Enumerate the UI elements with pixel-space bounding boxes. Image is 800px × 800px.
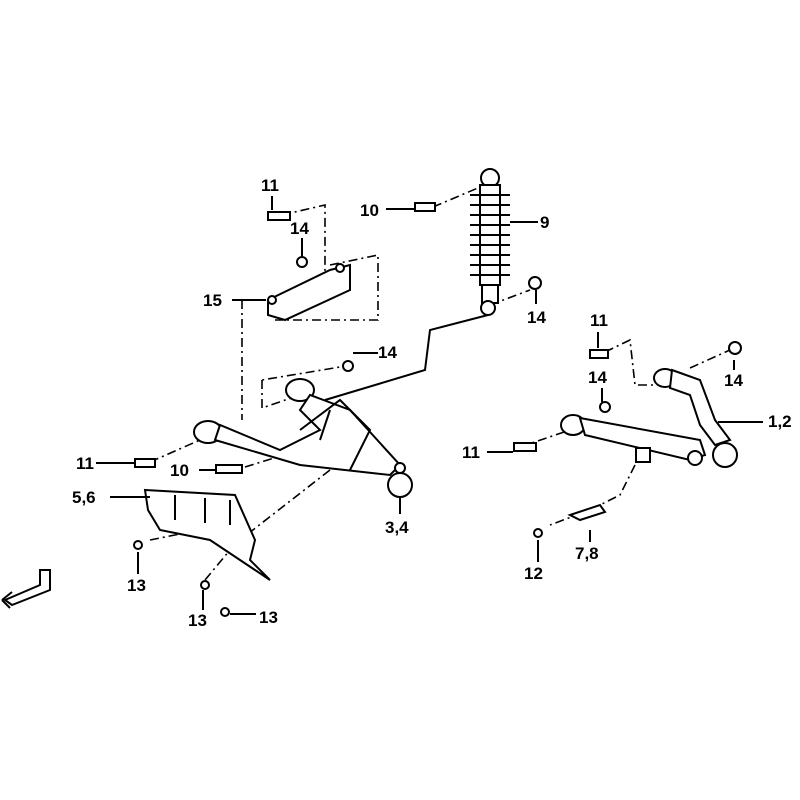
callout-10: 10 bbox=[170, 461, 189, 480]
guard-bracket bbox=[267, 263, 351, 322]
callout-11: 11 bbox=[590, 311, 608, 330]
callout-11: 11 bbox=[261, 176, 279, 195]
lower-arm bbox=[193, 378, 413, 498]
callout-10: 10 bbox=[360, 201, 379, 220]
callout-5-6: 5,6 bbox=[72, 488, 96, 507]
callout-9: 9 bbox=[540, 213, 550, 232]
fasteners bbox=[133, 202, 742, 617]
callout-12: 12 bbox=[524, 564, 543, 583]
callout-14: 14 bbox=[724, 371, 743, 390]
callout-3-4: 3,4 bbox=[385, 518, 409, 537]
upper-arm bbox=[560, 368, 738, 468]
leader-lines bbox=[96, 196, 763, 615]
callout-1-2: 1,2 bbox=[768, 412, 792, 431]
shock-absorber bbox=[324, 168, 510, 401]
callout-7-8: 7,8 bbox=[575, 544, 599, 563]
callout-14: 14 bbox=[378, 343, 397, 362]
callout-14: 14 bbox=[527, 308, 546, 327]
callout-13: 13 bbox=[188, 611, 207, 630]
callout-15: 15 bbox=[203, 291, 222, 310]
clip bbox=[567, 503, 607, 522]
callout-14: 14 bbox=[290, 219, 309, 238]
callout-13: 13 bbox=[259, 608, 278, 627]
front-arrow-icon bbox=[1, 569, 51, 609]
callout-13: 13 bbox=[127, 576, 146, 595]
callout-14: 14 bbox=[588, 368, 607, 387]
skid-plate bbox=[143, 488, 271, 581]
assembly-lines bbox=[149, 184, 731, 581]
callout-11: 11 bbox=[462, 443, 480, 462]
callout-11: 11 bbox=[76, 454, 94, 473]
